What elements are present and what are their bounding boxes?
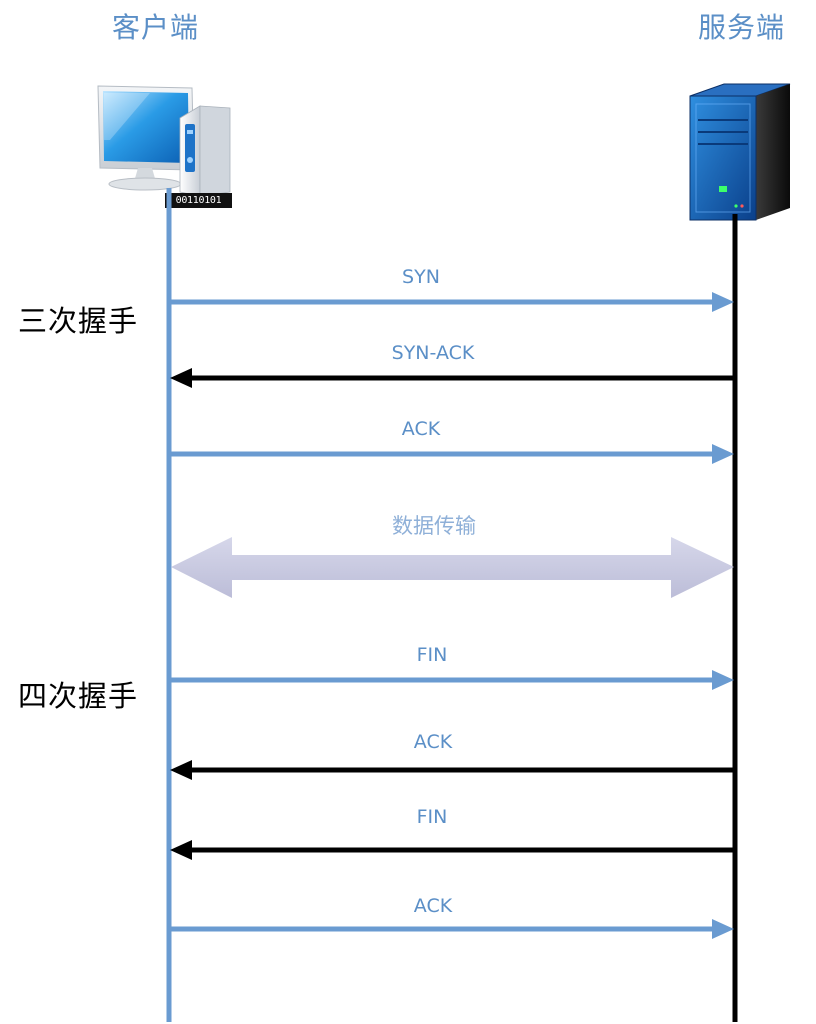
message-syn-arrow [171, 292, 734, 312]
message-ack-arrow [171, 444, 734, 464]
four-way-handshake-label: 四次握手 [18, 679, 139, 713]
message-fin-return-arrow [170, 840, 733, 860]
message-label-ack-return: ACK [413, 731, 453, 753]
binary-badge-text: 00110101 [175, 195, 222, 206]
binary-data-badge [165, 193, 232, 208]
message-label-data-transfer: 数据传输 [392, 514, 476, 538]
message-label-fin-return: FIN [416, 806, 448, 828]
three-way-handshake-label: 三次握手 [18, 304, 139, 338]
message-label-fin: FIN [416, 644, 448, 666]
message-label-syn-ack: SYN-ACK [391, 342, 475, 364]
server-title: 服务端 [698, 11, 786, 44]
message-ack-return-arrow [170, 760, 733, 780]
message-label-syn: SYN [402, 266, 440, 288]
client-computer-icon [97, 85, 231, 197]
message-label-final-ack: ACK [413, 895, 453, 917]
message-fin-arrow [171, 670, 734, 690]
data-transfer-arrow [171, 537, 734, 598]
server-icon [689, 83, 791, 221]
message-syn-ack-arrow [170, 368, 733, 388]
message-label-ack: ACK [401, 418, 441, 440]
client-title: 客户端 [112, 11, 200, 44]
message-final-ack-arrow [171, 919, 734, 939]
